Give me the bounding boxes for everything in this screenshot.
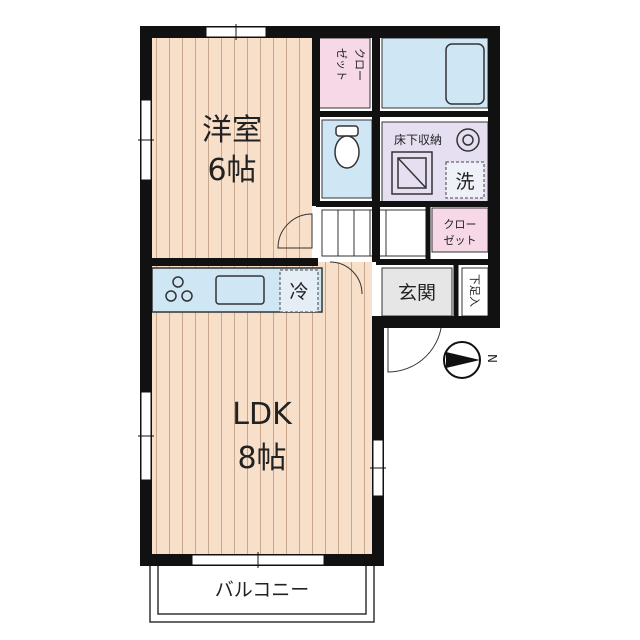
closet-middle (431, 207, 489, 253)
underfloor-storage-label: 床下収納 (394, 133, 442, 147)
western-room-floor (152, 38, 312, 258)
underfloor-hatch-icon (391, 151, 433, 195)
western-room-size: 6帖 (207, 153, 256, 188)
shoe-cabinet-label: 下足入 (468, 274, 481, 307)
entrance-label: 玄関 (398, 282, 436, 304)
closet-middle-line1: クロー (444, 218, 477, 231)
ldk-size: 8帖 (237, 441, 286, 476)
walls (140, 26, 500, 566)
windows (138, 24, 386, 568)
drain-icon (456, 128, 480, 152)
closet-middle-line2: ゼット (444, 234, 477, 247)
compass-label: N (485, 354, 499, 363)
washer-spot (445, 161, 485, 199)
balcony-label: バルコニー (215, 579, 310, 601)
fridge-label: 冷 (289, 281, 308, 303)
closet-top-line2: ゼット (335, 48, 348, 81)
washer-label: 洗 (455, 171, 474, 193)
ldk-name: LDK (232, 397, 293, 432)
closet-top (317, 37, 371, 109)
compass-icon (443, 341, 481, 379)
toilet-icon (334, 125, 360, 169)
bathtub (445, 43, 485, 105)
closet-top-line1: クロー (353, 48, 366, 81)
balcony (149, 566, 375, 623)
stove-burners-icon (165, 276, 193, 302)
sink (215, 275, 265, 305)
western-room-name: 洋室 (202, 113, 262, 148)
fridge-space (279, 269, 319, 313)
